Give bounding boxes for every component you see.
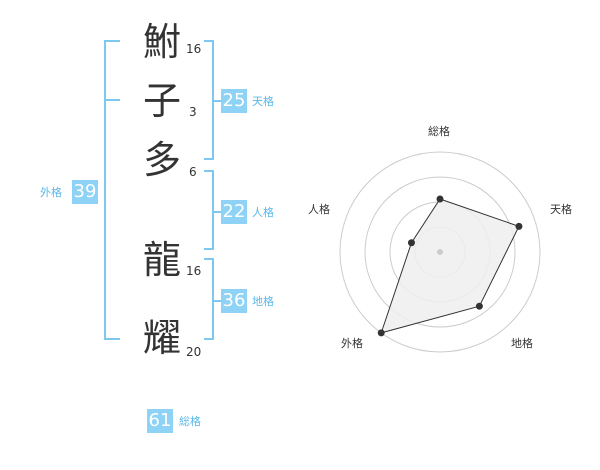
chikaku-value: 36 <box>221 289 247 313</box>
radar-chart <box>339 151 541 353</box>
radar-point-3 <box>475 302 483 310</box>
jinkaku-label: 人格 <box>252 206 274 219</box>
radar-point-4 <box>377 329 385 337</box>
stroke-count-2: 3 <box>189 105 197 119</box>
tenkaku-label: 天格 <box>252 95 274 108</box>
soukaku-value: 61 <box>147 409 173 433</box>
radar-axis-label-gaikaku: 外格 <box>341 337 363 350</box>
radar-point-5 <box>407 239 415 247</box>
radar-axis-label-chikaku: 地格 <box>511 337 533 350</box>
radar-point-2 <box>515 222 523 230</box>
name-char-1: 鮒 <box>142 20 181 64</box>
radar-center <box>437 249 443 255</box>
name-char-4: 龍 <box>142 238 181 282</box>
name-char-5: 耀 <box>142 316 181 360</box>
jinkaku-value: 22 <box>221 200 247 224</box>
soukaku-label: 総格 <box>179 415 201 428</box>
stroke-count-3: 6 <box>189 165 197 179</box>
tenkaku-value: 25 <box>221 89 247 113</box>
stroke-count-4: 16 <box>186 264 202 278</box>
radar-axis-label-tenkaku: 天格 <box>550 203 572 216</box>
gaikaku-label: 外格 <box>40 186 62 199</box>
radar-ring <box>364 176 516 328</box>
name-char-3: 多 <box>142 138 181 182</box>
radar-point-1 <box>436 195 444 203</box>
radar-polygon <box>380 198 520 334</box>
gaikaku-value: 39 <box>72 180 98 204</box>
radar-axis-label-soukaku: 総格 <box>428 125 450 138</box>
stroke-count-5: 20 <box>186 345 202 359</box>
chikaku-label: 地格 <box>252 295 274 308</box>
stroke-count-1: 16 <box>186 42 202 56</box>
name-char-2: 子 <box>142 79 181 123</box>
radar-axis-label-jinkaku: 人格 <box>308 203 330 216</box>
